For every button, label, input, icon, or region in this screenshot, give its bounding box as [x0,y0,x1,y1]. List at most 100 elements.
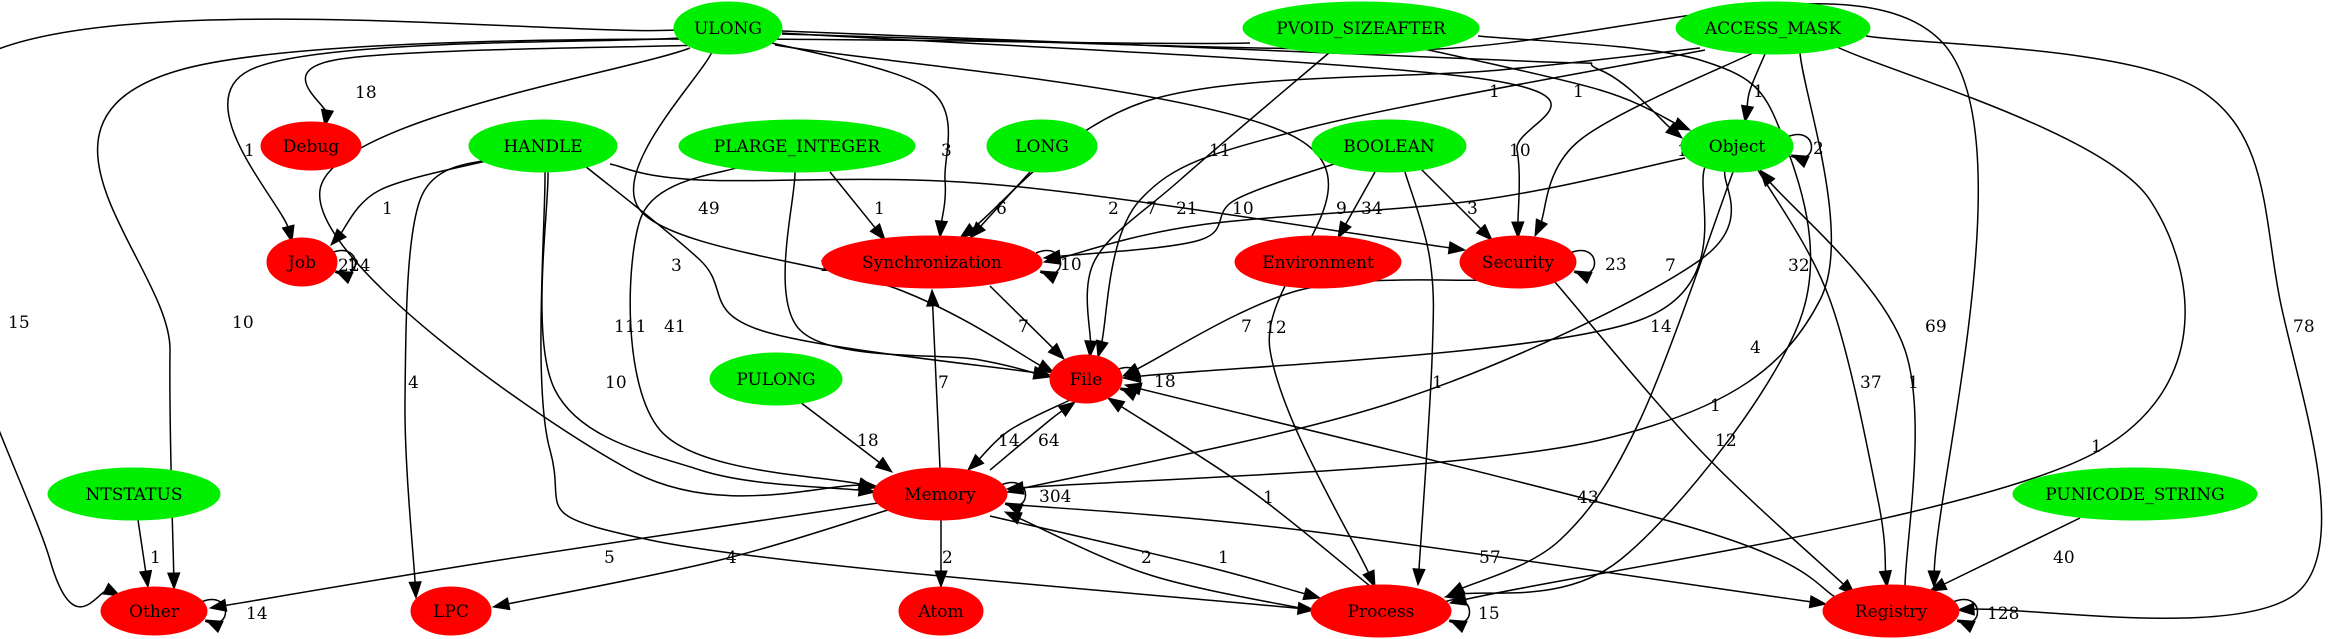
edge-handle-to-process: 10 [540,171,1316,615]
edge-path [1015,516,1311,611]
node-access-mask[interactable]: ACCESS_MASK [1675,1,1871,55]
arrowhead [1302,587,1322,601]
arrowhead [138,569,153,589]
edge-label: 1 [244,141,255,161]
node-handle[interactable]: HANDLE [468,119,618,173]
node-atom[interactable]: Atom [898,586,984,636]
arrowhead [281,224,295,244]
edge-label: 23 [1605,255,1627,275]
node-shape [410,586,492,636]
node-shape [1680,119,1794,173]
arrowhead [1928,577,1948,592]
edge-object-to-memory: 14 [1005,169,1732,495]
edge-path [1100,49,1706,346]
edge-path [0,18,677,608]
arrowhead [102,582,122,597]
node-pulong[interactable]: PULONG [709,352,843,406]
arrowhead [1003,511,1023,525]
edge-path [1554,281,1847,588]
edge-path [989,285,1056,352]
edge-boolean-to-security: 3 [1419,167,1494,242]
edge-object-to-process: 1 [1446,171,1734,596]
edge-label: 1 [874,199,885,219]
edge-label: 10 [1509,141,1531,161]
node-ulong[interactable]: ULONG [673,1,783,55]
edge-security-to-registry: 12 [1554,281,1857,596]
node-punicode-string[interactable]: PUNICODE_STRING [2012,467,2258,521]
edge-label: 1 [347,255,358,275]
node-label: Process [1348,602,1415,622]
node-ntstatus[interactable]: NTSTATUS [47,467,221,521]
edge-path [504,509,889,606]
node-file[interactable]: File [1049,354,1123,404]
edge-memory-to-other: 5 [208,502,879,612]
edge-path [784,171,1039,375]
edge-label: 14 [1650,317,1672,337]
node-shape [678,119,916,173]
edge-registry-to-registry: 128 [1952,599,2019,634]
edge-path [989,515,1309,596]
node-shape [986,119,1098,173]
node-process[interactable]: Process [1310,584,1452,638]
edge-access-mask-to-file: 21 [1095,49,1706,359]
edge-label: 37 [1860,373,1882,393]
edge-memory-to-lpc: 4 [491,509,889,611]
node-long[interactable]: LONG [986,119,1098,173]
arrowhead [320,108,335,128]
node-job[interactable]: Job [266,237,338,287]
edge-object-to-object: 2 [1786,134,1824,169]
edge-path [1419,167,1485,233]
arrowhead [1337,220,1352,240]
edge-handle-to-lpc: 4 [404,157,493,600]
node-pvoid-sizeafter[interactable]: PVOID_SIZEAFTER [1242,1,1480,55]
node-registry[interactable]: Registry [1822,584,1960,638]
node-shape [468,119,618,173]
node-plarge-integer[interactable]: PLARGE_INTEGER [678,119,916,173]
edge-label: 3 [941,141,952,161]
node-boolean[interactable]: BOOLEAN [1311,119,1467,173]
node-other[interactable]: Other [100,586,208,636]
edge-path [1404,171,1435,574]
arrowhead [334,270,354,285]
node-debug[interactable]: Debug [260,121,362,171]
node-environment[interactable]: Environment [1234,235,1402,289]
edge-process-to-process: 15 [1444,599,1500,634]
arrowhead [1927,570,1941,589]
edge-access-mask-to-object: 1 [1740,53,1766,124]
arrowhead [1121,362,1141,377]
edge-label: 1 [382,199,393,219]
edge-path [1117,403,1371,587]
node-label: Security [1482,253,1555,273]
edge-label: 64 [1038,431,1060,451]
edge-path [1456,35,1812,596]
edge-path [1940,517,2081,587]
edge-path [781,30,1674,131]
arrowhead [966,453,985,471]
arrowhead [934,570,948,589]
edge-path [632,51,1044,368]
edge-label: 4 [408,373,419,393]
edge-ulong-to-other: 15 [0,18,677,608]
node-security[interactable]: Security [1459,235,1577,289]
node-label: PVOID_SIZEAFTER [1276,19,1447,39]
edge-label: 5 [604,548,615,568]
node-shape [266,237,338,287]
edge-path [1419,47,1680,126]
node-label: PLARGE_INTEGER [714,137,882,157]
edge-memory-to-registry: 57 [1004,503,1828,609]
edge-ntstatus-to-other: 1 [137,519,161,589]
edge-path [221,502,879,607]
arrowhead [874,456,894,473]
edge-path [1086,51,1331,346]
node-label: Environment [1262,253,1374,273]
edge-access-mask-to-memory: 32 [1005,52,1833,495]
node-lpc[interactable]: LPC [410,586,492,636]
node-label: ACCESS_MASK [1704,19,1842,39]
node-label: Debug [283,137,340,157]
node-memory[interactable]: Memory [872,467,1008,521]
edge-path [1018,169,1732,490]
node-object[interactable]: Object [1680,119,1794,173]
edge-path [781,32,1552,227]
node-synchronization[interactable]: Synchronization [821,235,1043,289]
edge-synchronization-to-file: 7 [989,285,1066,361]
